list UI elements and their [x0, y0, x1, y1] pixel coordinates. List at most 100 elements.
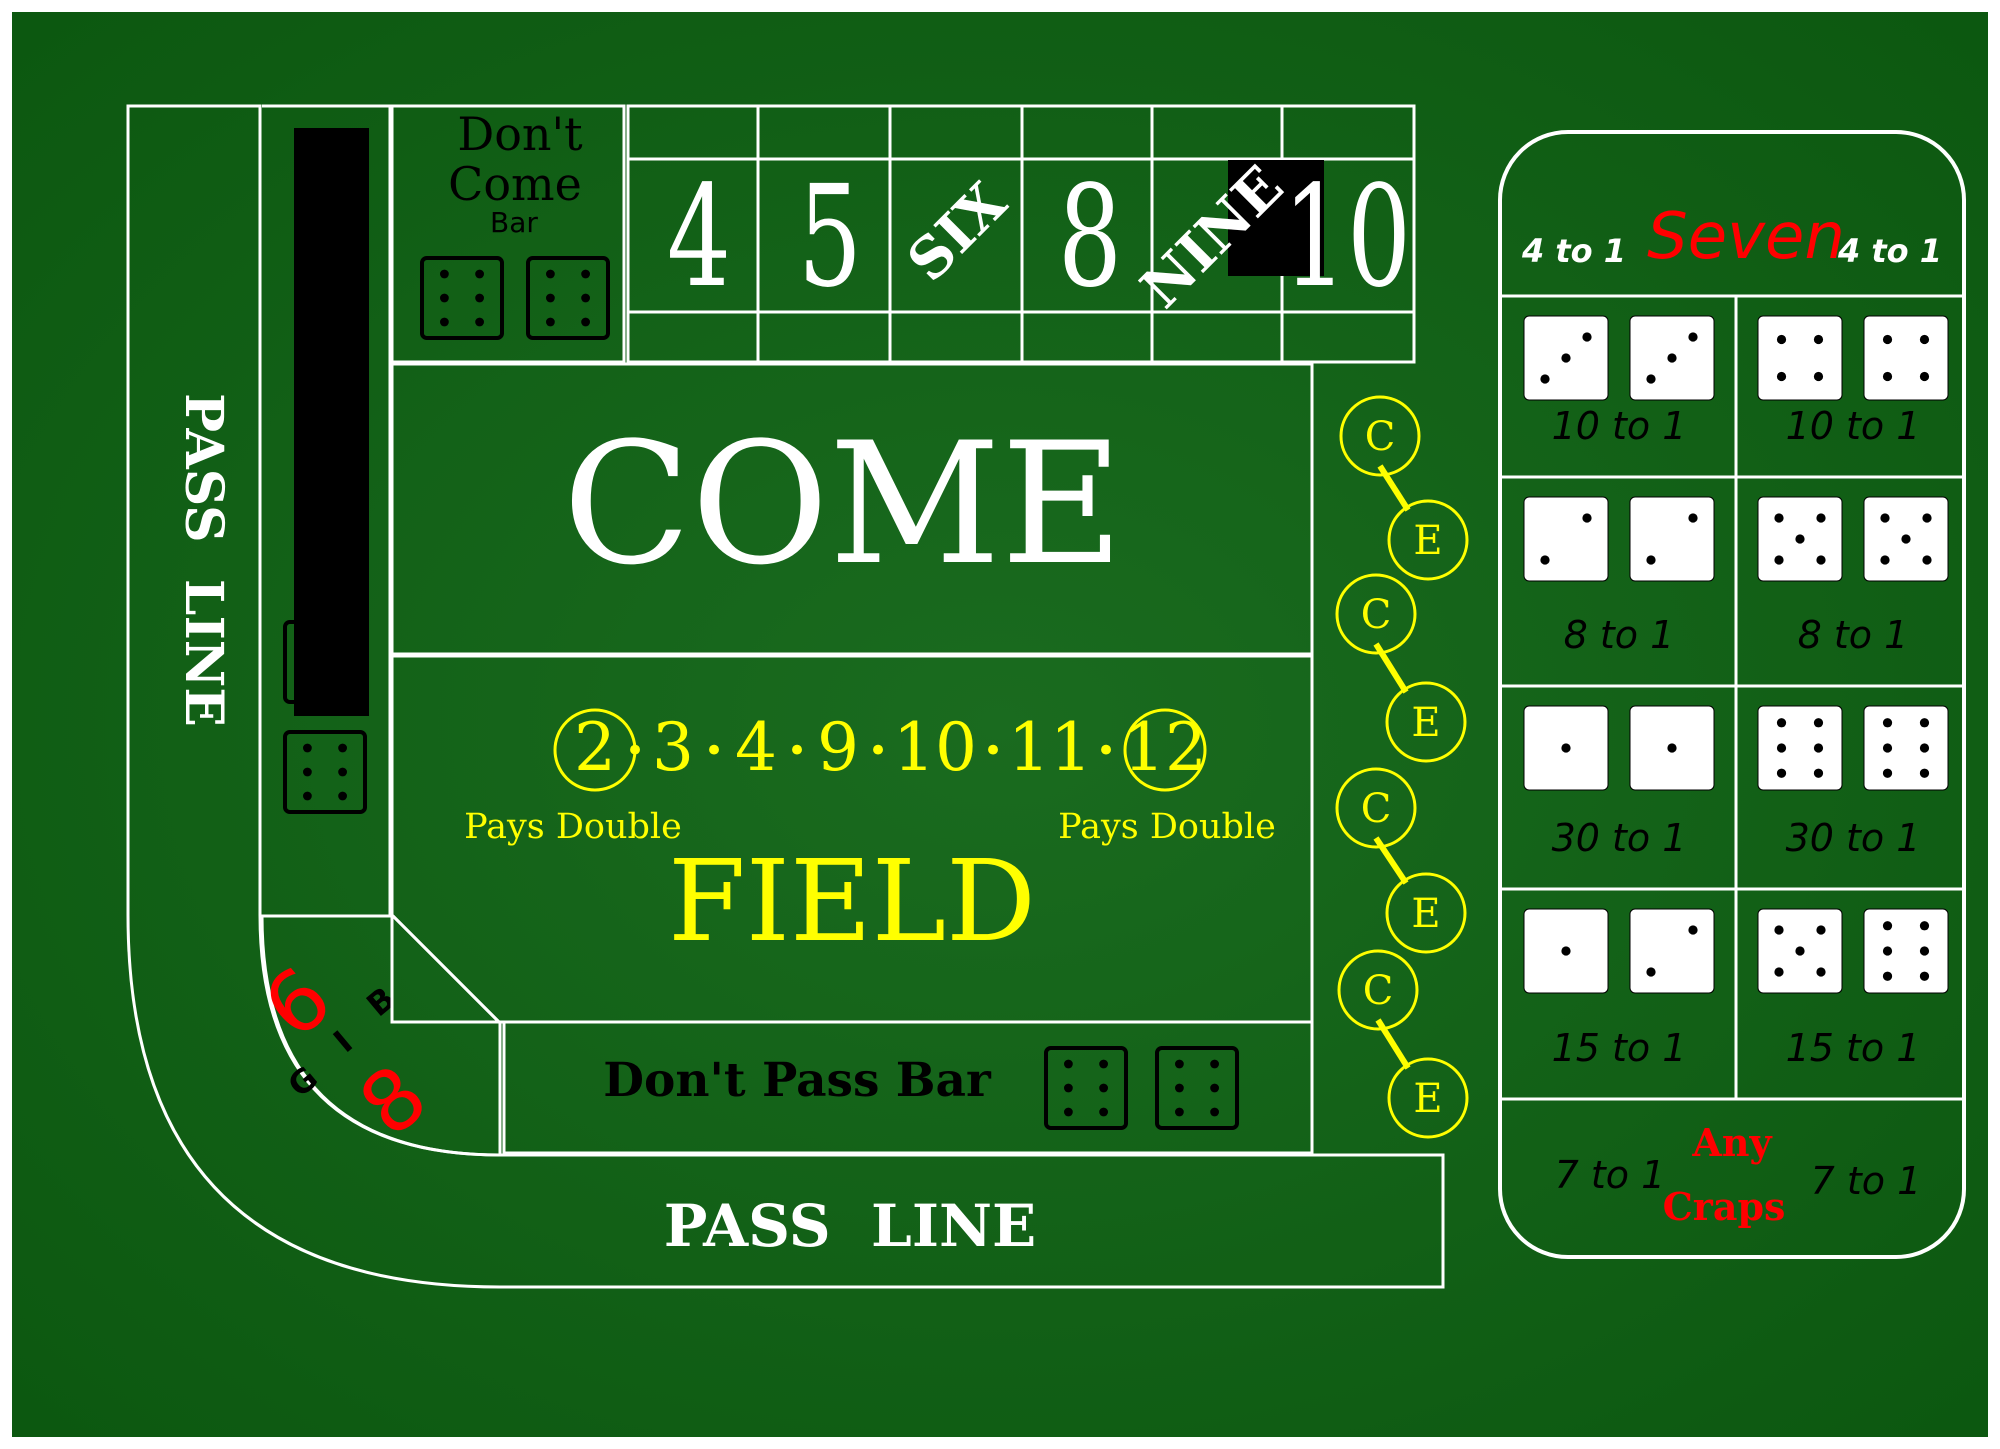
e-bet-label: E — [1413, 518, 1442, 564]
die-pip — [581, 269, 590, 279]
proposition-area — [1498, 130, 1966, 1259]
field-number-11: 11 — [1008, 709, 1092, 786]
dont-pass-bar-area[interactable] — [502, 1020, 1314, 1155]
die-pip — [1776, 371, 1787, 382]
die-pip — [1774, 925, 1784, 935]
hardway-bet-2[interactable]: 10 to 1 — [1736, 296, 1970, 477]
die-pip — [1646, 967, 1656, 977]
dont-come-bar-area[interactable] — [390, 104, 626, 364]
die-pip — [1880, 555, 1890, 565]
die-pip — [1175, 1059, 1184, 1069]
e-bet-label: E — [1411, 700, 1440, 746]
hardway-bet-8[interactable]: 15 to 1 — [1736, 889, 1970, 1099]
field-dot-3: • — [787, 731, 807, 771]
dont-come-line1: Don't — [457, 107, 583, 161]
pays-double-left: Pays Double — [464, 807, 682, 847]
die-pip — [475, 269, 484, 279]
die-pip — [1774, 967, 1784, 977]
die-pip — [1816, 967, 1826, 977]
c-bet-circle-1[interactable] — [1339, 395, 1421, 477]
die-pip — [1540, 555, 1550, 565]
die-pip — [475, 293, 484, 303]
die-pip — [1099, 1107, 1108, 1117]
die-pip — [1776, 768, 1787, 778]
die-pip — [440, 269, 449, 279]
die-pip — [1882, 921, 1893, 931]
die-pip — [1561, 946, 1571, 956]
die-pip — [303, 681, 312, 691]
hardway-bet-4[interactable]: 8 to 1 — [1736, 477, 1970, 686]
field-corner-line — [391, 914, 502, 1025]
dont-come-line2: Come — [448, 157, 582, 211]
c-bet-circle-2[interactable] — [1335, 573, 1417, 655]
hardway-odds: 15 to 1 — [1786, 1026, 1921, 1070]
hardway-bet-3[interactable]: 8 to 1 — [1502, 477, 1736, 686]
c-bet-label: C — [1361, 592, 1392, 638]
die-six-vertical-bottom — [283, 730, 367, 814]
e-bet-circle-4[interactable] — [1387, 1057, 1469, 1139]
die-pip — [1919, 371, 1930, 382]
die-pip — [1774, 513, 1784, 523]
die-pip — [1922, 513, 1932, 523]
die-pip — [1882, 743, 1893, 753]
hardway-odds: 8 to 1 — [1564, 613, 1675, 657]
c-bet-label: C — [1365, 414, 1396, 460]
die-pip — [1816, 925, 1826, 935]
big-6-8-area[interactable] — [260, 914, 502, 1157]
die-pip — [1667, 743, 1677, 753]
c-bet-circle-4[interactable] — [1337, 949, 1419, 1031]
hardway-bet-7[interactable]: 15 to 1 — [1502, 889, 1736, 1099]
die-pip — [1882, 718, 1893, 728]
e-bet-circle-3[interactable] — [1385, 872, 1467, 954]
die-pip — [1813, 768, 1824, 778]
die-pip — [1688, 513, 1698, 523]
die-pip — [1813, 334, 1824, 345]
hardway-bet-5[interactable]: 30 to 1 — [1502, 686, 1736, 889]
die-pip — [1919, 768, 1930, 778]
hardway-bet-6[interactable]: 30 to 1 — [1736, 686, 1970, 889]
die-pip — [338, 791, 347, 801]
die-pip — [546, 293, 555, 303]
die-pip — [1099, 1059, 1108, 1069]
die-pip — [1561, 743, 1571, 753]
c-bet-label: C — [1363, 968, 1394, 1014]
dont-pass-black-strip — [294, 128, 369, 716]
field-label: FIELD — [668, 837, 1036, 967]
hardway-bet-1[interactable]: 10 to 1 — [1502, 296, 1736, 477]
hardway-odds: 15 to 1 — [1552, 1026, 1687, 1070]
die-pip — [1882, 334, 1893, 345]
hardway-odds: 30 to 1 — [1552, 816, 1687, 860]
field-dot-6: • — [1096, 731, 1116, 771]
c-bet-circle-3[interactable] — [1335, 767, 1417, 849]
die-pip — [1064, 1107, 1073, 1117]
die-pip — [1646, 374, 1656, 384]
die-six-vertical-top — [283, 620, 367, 704]
place-number-4[interactable]: 4 — [667, 155, 731, 318]
die-pip — [1880, 513, 1890, 523]
place-number-8[interactable]: 8 — [1058, 155, 1122, 318]
die-six-dont-come-left — [420, 256, 504, 340]
place-number-10[interactable]: 10 — [1283, 155, 1411, 318]
point-puck — [1228, 160, 1324, 276]
die-pip — [1175, 1083, 1184, 1093]
die-pip — [1813, 743, 1824, 753]
pass-line-vertical-label: PASS LINE — [173, 393, 234, 727]
e-bet-circle-2[interactable] — [1385, 681, 1467, 763]
die-pip — [338, 633, 347, 643]
die-face — [1757, 315, 1843, 401]
hardway-odds: 10 to 1 — [1786, 404, 1921, 448]
die-pip — [338, 767, 347, 777]
die-pip — [1882, 768, 1893, 778]
come-area[interactable] — [390, 362, 1314, 656]
e-bet-circle-1[interactable] — [1387, 499, 1469, 581]
seven-odds-right: 4 to 1 — [1837, 232, 1942, 270]
die-face — [1629, 496, 1715, 582]
die-pip — [581, 317, 590, 327]
die-face — [1629, 908, 1715, 994]
die-six-dont-come-right — [526, 256, 610, 340]
seven-odds-left: 4 to 1 — [1521, 232, 1626, 270]
die-face — [526, 256, 610, 340]
place-number-5[interactable]: 5 — [798, 155, 862, 318]
